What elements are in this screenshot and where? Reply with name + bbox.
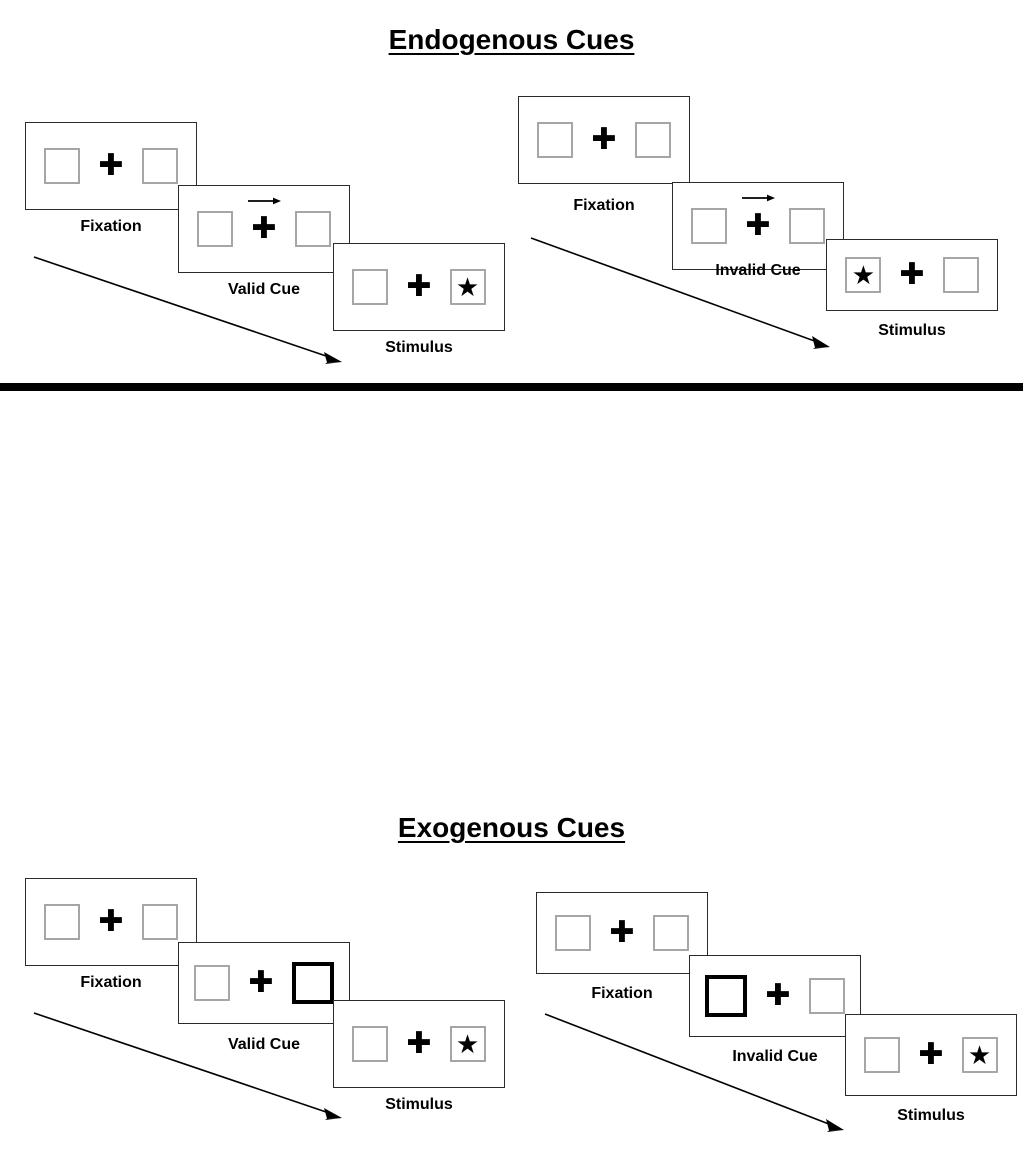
display-row: ✚ (44, 148, 178, 184)
time-flow-arrow-exogenous-invalid (544, 1013, 844, 1132)
frame-endogenous-invalid-cue: ✚ (672, 182, 844, 270)
fixation-cross-icon: ✚ (98, 149, 124, 182)
placeholder-box-left (44, 904, 81, 940)
display-row: ✚ (691, 194, 825, 244)
frame-exogenous-valid-fixation: ✚ (25, 878, 197, 966)
display-row: ✚ (44, 904, 178, 940)
time-flow-arrow-endogenous-invalid (530, 237, 830, 349)
section-title-exogenous: Exogenous Cues (397, 812, 626, 843)
placeholder-box-right (788, 208, 825, 244)
placeholder-box-right (141, 148, 178, 184)
placeholder-box-left (555, 915, 592, 951)
time-flow-arrow-exogenous-valid (33, 1012, 342, 1120)
fixation-cross-icon: ✚ (745, 209, 771, 242)
section-endogenous-cues: Endogenous Cues ✚ Fixation ✚ Valid Cue (0, 0, 1023, 387)
caption-endogenous-valid-cue: Valid Cue (227, 281, 301, 298)
placeholder-box-left (537, 122, 574, 158)
frame-endogenous-invalid-stimulus: ★ ✚ (826, 239, 998, 311)
caption-endogenous-invalid-fixation: Fixation (573, 197, 635, 214)
display-row: ✚ ★ (864, 1037, 998, 1073)
display-row: ✚ (537, 122, 671, 158)
target-box-right: ★ (961, 1037, 998, 1073)
fixation-cross-icon: ✚ (406, 1027, 432, 1060)
frame-exogenous-invalid-stimulus: ✚ ★ (845, 1014, 1017, 1096)
display-row: ✚ ★ (352, 269, 486, 305)
frame-endogenous-invalid-fixation: ✚ (518, 96, 690, 184)
placeholder-box-left (197, 211, 234, 247)
fixation-cross-icon: ✚ (251, 212, 277, 245)
placeholder-box-right (652, 915, 689, 951)
section-title-endogenous: Endogenous Cues (388, 24, 635, 55)
fixation-cross-icon: ✚ (609, 916, 635, 949)
placeholder-box-right (141, 904, 178, 940)
frame-endogenous-valid-cue: ✚ (178, 185, 350, 273)
caption-endogenous-invalid-stimulus: Stimulus (878, 322, 946, 339)
caption-endogenous-valid-fixation: Fixation (80, 218, 142, 235)
star-target-icon: ★ (455, 272, 480, 302)
placeholder-box-right (634, 122, 671, 158)
placeholder-box-left (44, 148, 81, 184)
target-box-left: ★ (845, 257, 882, 293)
fixation-cross-icon: ✚ (591, 123, 617, 156)
time-flow-arrow-endogenous-valid (33, 256, 342, 364)
caption-exogenous-valid-fixation: Fixation (80, 974, 142, 991)
display-row: ★ ✚ (845, 257, 979, 293)
placeholder-box-left (691, 208, 728, 244)
star-target-icon: ★ (851, 260, 876, 290)
display-row: ✚ (555, 915, 689, 951)
display-row: ✚ ★ (352, 1026, 486, 1062)
fixation-cross-icon: ✚ (918, 1038, 944, 1071)
arrow-right-cue-icon (247, 197, 281, 205)
fixation-cross-icon: ✚ (98, 905, 124, 938)
placeholder-box-right (294, 211, 331, 247)
fixation-cross-icon: ✚ (899, 258, 925, 291)
caption-exogenous-invalid-stimulus: Stimulus (897, 1107, 965, 1124)
caption-endogenous-invalid-cue: Invalid Cue (715, 262, 801, 279)
fixation-cross-icon: ✚ (406, 270, 432, 303)
target-box-right: ★ (449, 269, 486, 305)
target-box-right: ★ (449, 1026, 486, 1062)
star-target-icon: ★ (967, 1040, 992, 1070)
caption-endogenous-valid-stimulus: Stimulus (385, 339, 453, 356)
arrow-right-cue-icon (741, 194, 775, 202)
section-divider (0, 383, 1023, 391)
fixation-cross-icon: ✚ (248, 966, 274, 999)
section-exogenous-cues: Exogenous Cues ✚ Fixation ✚ Valid Cue ✚ (0, 394, 1023, 1132)
display-row: ✚ (197, 197, 331, 247)
placeholder-box-right (942, 257, 979, 293)
frame-endogenous-valid-stimulus: ✚ ★ (333, 243, 505, 331)
placeholder-box-left (352, 269, 389, 305)
frame-endogenous-valid-fixation: ✚ (25, 122, 197, 210)
star-target-icon: ★ (455, 1029, 480, 1059)
frame-exogenous-invalid-fixation: ✚ (536, 892, 708, 974)
